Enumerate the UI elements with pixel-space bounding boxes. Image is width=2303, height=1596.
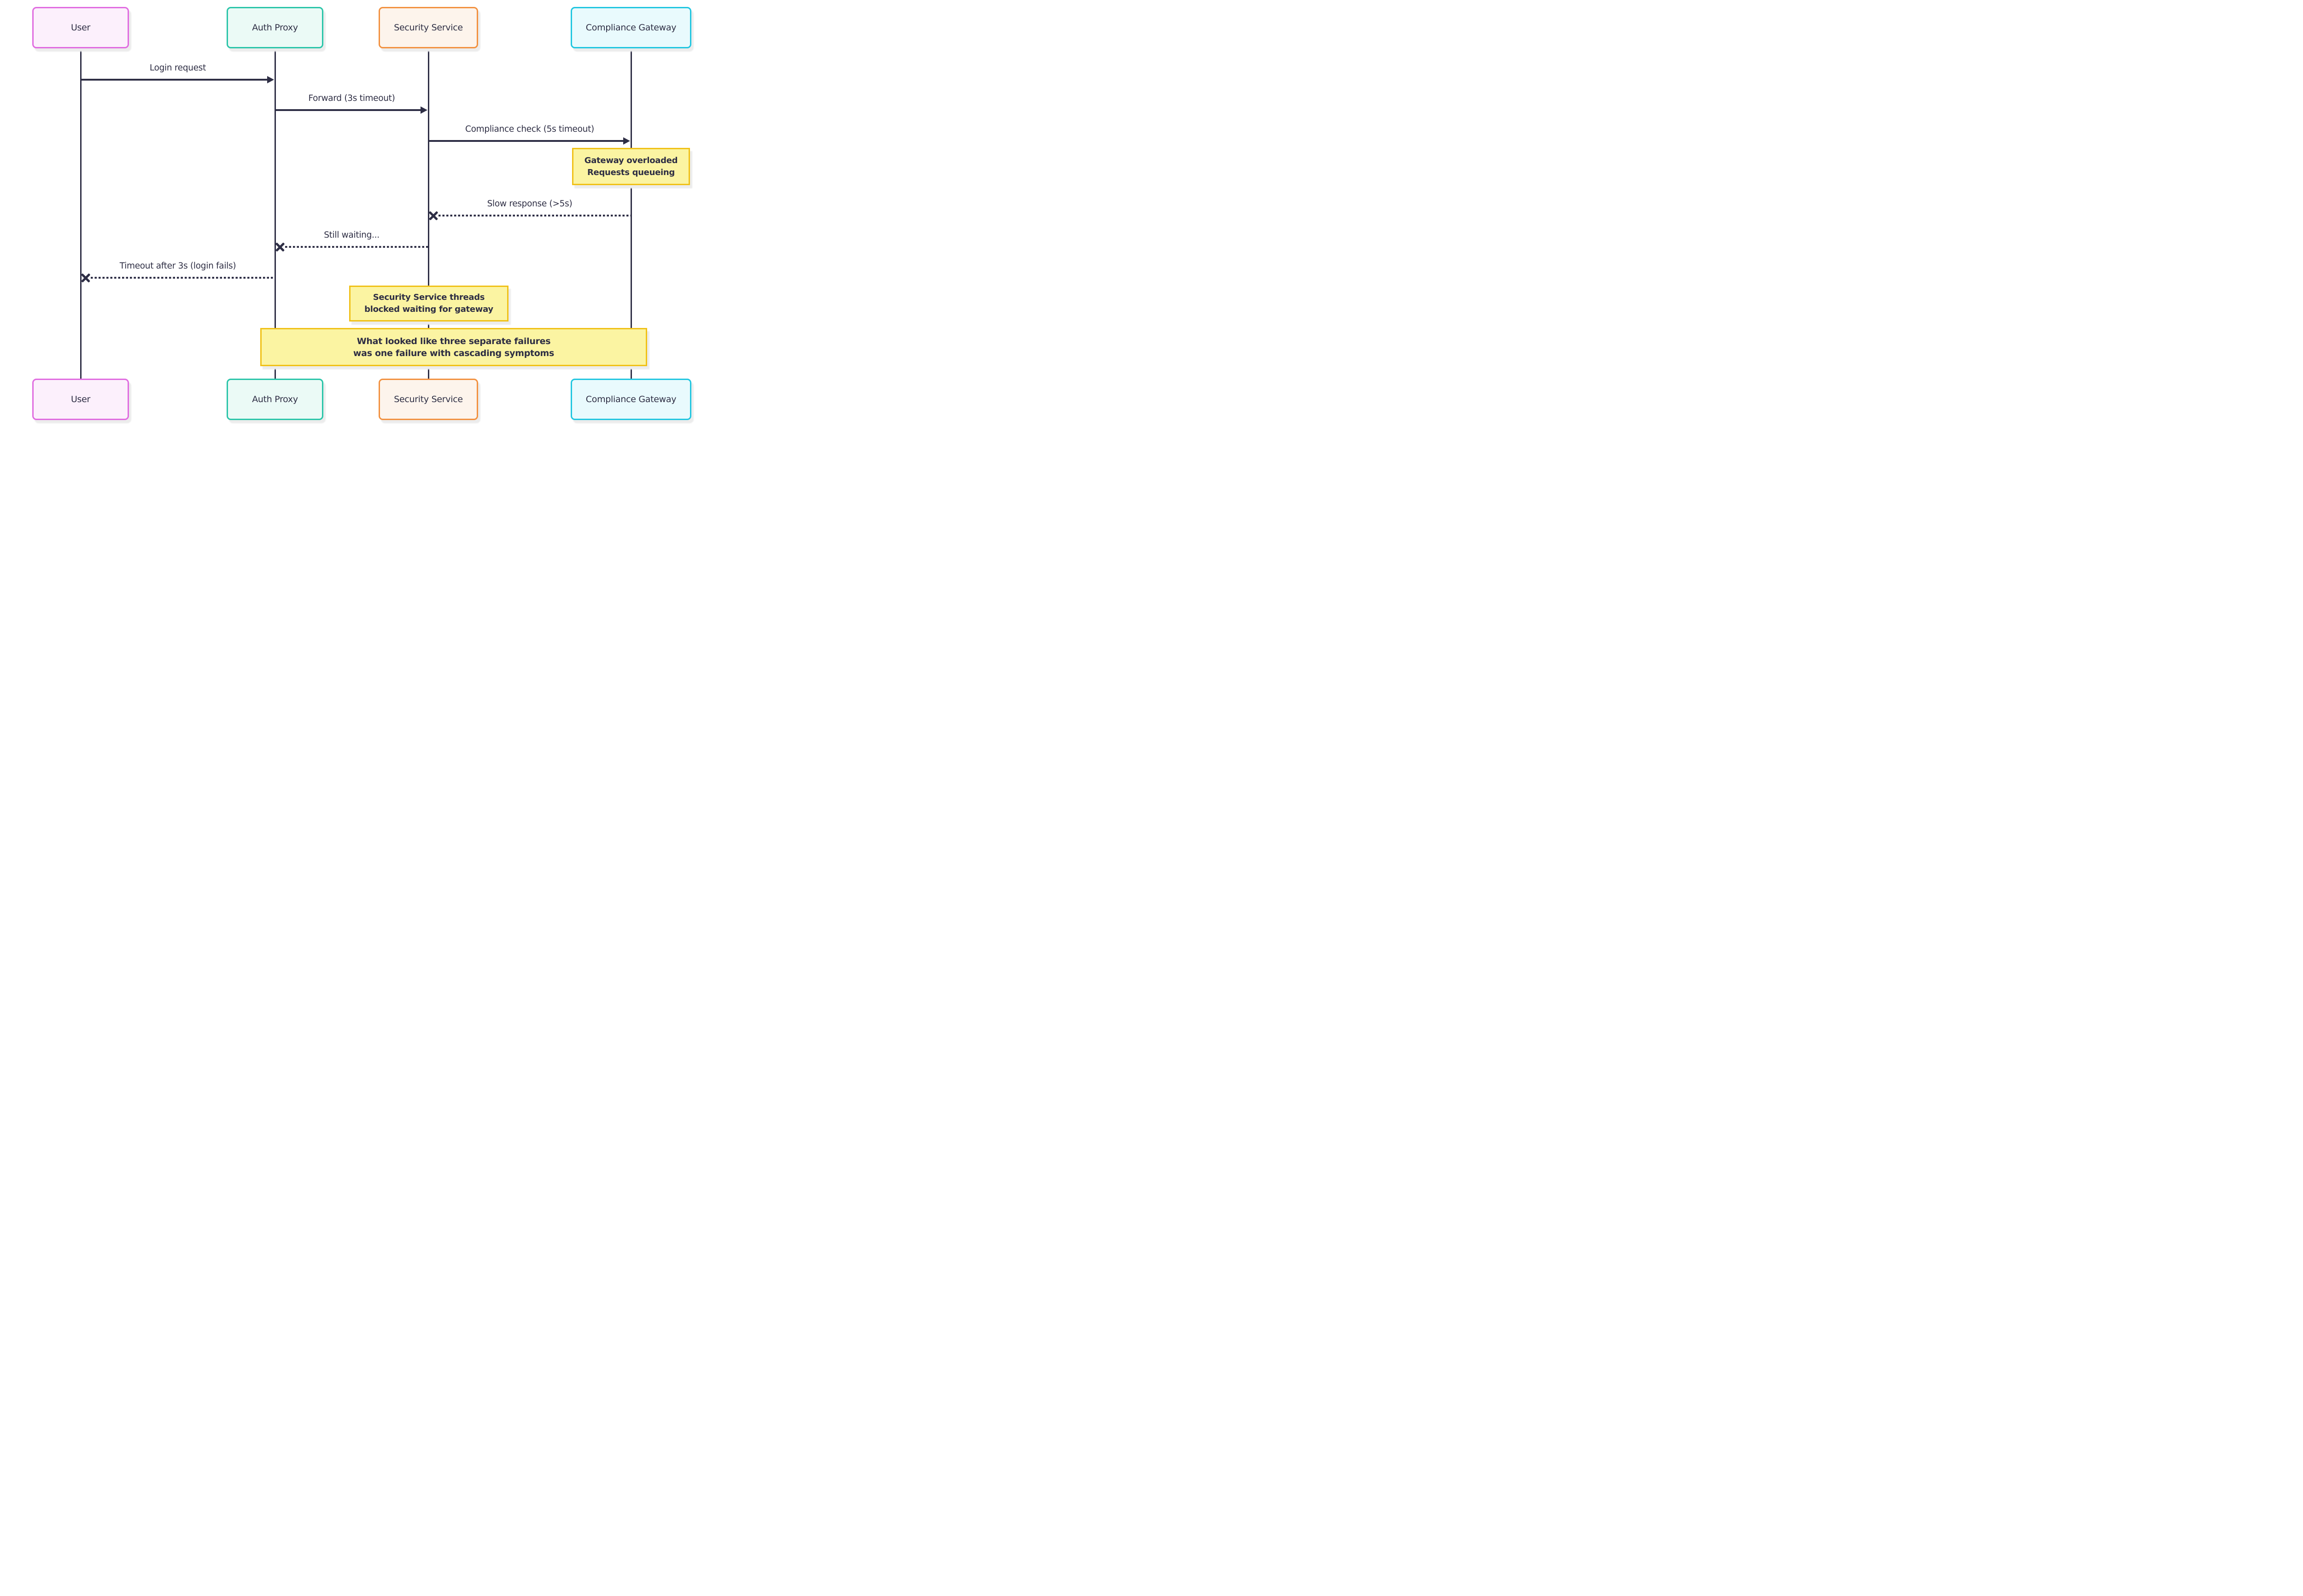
message-x-still-waiting: [275, 242, 285, 251]
message-label-forward-timeout: Forward (3s timeout): [308, 94, 395, 103]
message-x-slow-response: [429, 211, 438, 220]
actor-compliance-gateway-label: Compliance Gateway: [585, 394, 677, 404]
note-note-gateway-overloaded-line-1: Gateway overloaded: [584, 155, 678, 165]
note-note-cascading-line-2: was one failure with cascading symptoms: [353, 348, 555, 358]
actor-auth-proxy-top: Auth Proxy: [227, 7, 323, 48]
message-label-login-request: Login request: [149, 63, 206, 73]
actor-security-service-label: Security Service: [394, 394, 463, 404]
message-label-slow-response: Slow response (>5s): [487, 199, 573, 209]
message-arrowhead-compliance-check: [623, 137, 630, 145]
message-line-compliance-check: [428, 140, 625, 142]
actor-user-label: User: [70, 394, 91, 404]
actor-auth-proxy-label: Auth Proxy: [252, 394, 298, 404]
compliance-gateway-lifeline: [630, 48, 632, 379]
message-arrowhead-login-request: [267, 76, 274, 83]
message-label-compliance-check: Compliance check (5s timeout): [465, 124, 594, 134]
actor-compliance-gateway-label: Compliance Gateway: [585, 23, 677, 33]
actor-user-top: User: [32, 7, 129, 48]
actor-user-bottom: User: [32, 379, 129, 420]
user-lifeline: [80, 48, 82, 379]
note-note-gateway-overloaded-line-2: Requests queueing: [587, 167, 675, 177]
actor-security-service-top: Security Service: [379, 7, 478, 48]
message-line-forward-timeout: [275, 109, 422, 111]
actor-security-service-bottom: Security Service: [379, 379, 478, 420]
message-label-still-waiting: Still waiting...: [324, 230, 380, 240]
note-note-threads-blocked-line-2: blocked waiting for gateway: [364, 304, 493, 314]
message-label-timeout-login-fails: Timeout after 3s (login fails): [119, 261, 236, 271]
actor-compliance-gateway-bottom: Compliance Gateway: [571, 379, 691, 420]
message-line-slow-response: [438, 215, 631, 216]
message-line-still-waiting: [285, 246, 428, 248]
note-note-threads-blocked-line-1: Security Service threads: [373, 292, 485, 302]
auth-proxy-lifeline: [274, 48, 276, 379]
note-note-threads-blocked: Security Service threads blocked waiting …: [349, 286, 509, 322]
actor-auth-proxy-label: Auth Proxy: [252, 23, 298, 33]
message-arrowhead-forward-timeout: [421, 106, 427, 114]
actor-security-service-label: Security Service: [394, 23, 463, 33]
security-service-lifeline: [427, 48, 429, 379]
actor-auth-proxy-bottom: Auth Proxy: [227, 379, 323, 420]
note-note-cascading: What looked like three separate failures…: [260, 328, 647, 366]
note-note-cascading-line-1: What looked like three separate failures: [357, 336, 551, 346]
message-line-login-request: [81, 79, 269, 81]
actor-compliance-gateway-top: Compliance Gateway: [571, 7, 691, 48]
message-x-timeout-login-fails: [81, 273, 90, 282]
actor-user-label: User: [70, 23, 91, 33]
message-line-timeout-login-fails: [91, 277, 275, 279]
